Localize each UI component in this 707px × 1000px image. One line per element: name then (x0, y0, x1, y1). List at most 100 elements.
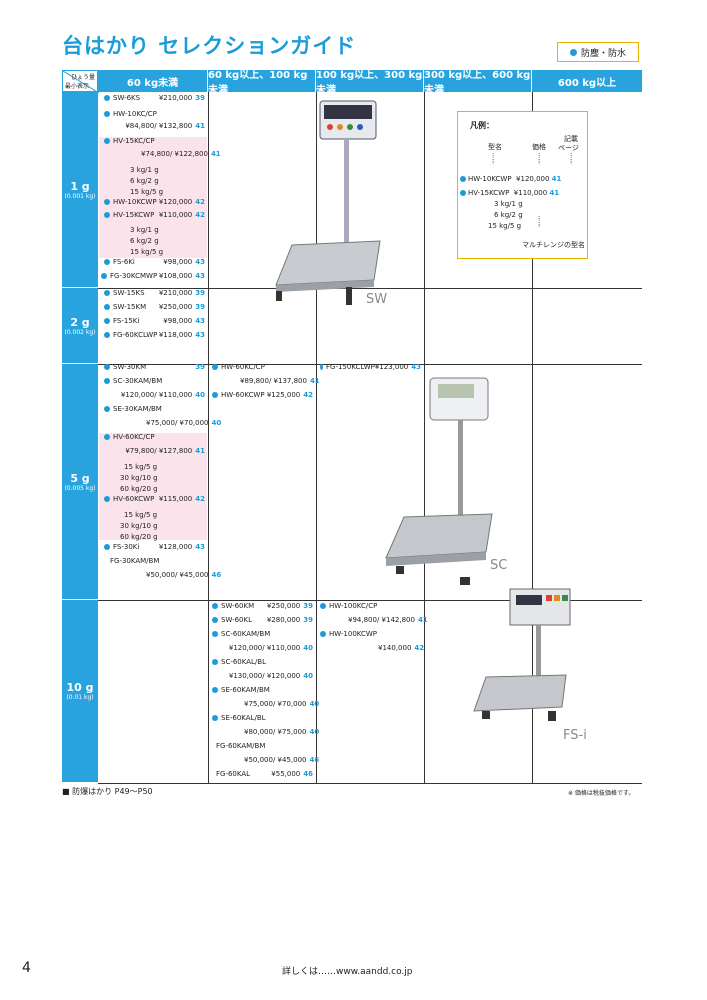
legend-range: 3 kg/1 g (494, 200, 523, 208)
dot-icon (104, 318, 110, 324)
grid-vline (208, 92, 209, 783)
row-label-5g: 5 g(0.005 kg) (62, 364, 98, 600)
legend-dots: ⁝⁝ (570, 152, 573, 166)
grid-hline (98, 783, 642, 784)
legend-box: 凡例： 型名 価格 記載 ページ ⁝⁝ ⁝⁝ ⁝⁝ HW-10KCWP ¥120… (457, 111, 588, 259)
range-line: 60 kg/20 g (120, 533, 158, 541)
dot-icon (212, 687, 218, 693)
dot-icon (104, 434, 110, 440)
dot-icon (212, 631, 218, 637)
item-r3d: SE-30KAM/BM (104, 405, 205, 413)
dot-icon (104, 406, 110, 412)
dot-icon (212, 603, 218, 609)
diagonal-line (63, 71, 99, 93)
dot-icon (104, 544, 110, 550)
legend-example-2: HV-15KCWP ¥110,000 41 (460, 189, 559, 197)
item-r3b: SC-30KAM/BM (104, 377, 205, 385)
item-r1b: HW-10KC/CP (104, 110, 205, 118)
range-line: 6 kg/2 g (130, 237, 159, 245)
legend-range: 6 kg/2 g (494, 211, 523, 219)
grid-vline (316, 92, 317, 783)
item-r4e: SC-60KAL/BL (212, 658, 313, 666)
dot-icon (104, 212, 110, 218)
range-line: 15 kg/5 g (130, 248, 164, 256)
dot-icon (104, 259, 110, 265)
sw-label: SW (366, 292, 388, 307)
dot-icon (212, 715, 218, 721)
corner-top-label: ひょう量 (70, 74, 95, 81)
grid-hline (98, 600, 642, 601)
fsi-scale-image (473, 588, 571, 721)
legend-range: 15 kg/5 g (488, 222, 522, 230)
grid-vline (532, 92, 533, 783)
dot-icon (320, 603, 326, 609)
dot-icon (212, 392, 218, 398)
dot-icon (569, 48, 577, 56)
legend-price-col: 価格 (532, 143, 546, 151)
grid-hline (98, 288, 642, 289)
legend-caption: マルチレンジの型名 (522, 241, 585, 249)
column-header-5: 600 kg以上 (532, 70, 642, 92)
dot-icon (320, 631, 326, 637)
row-label-2g: 2 g(0.002 kg) (62, 288, 98, 364)
grid-hline (98, 364, 642, 365)
item-r4c: SC-60KAM/BM (212, 630, 313, 638)
row-label-10g: 10 g(0.01 kg) (62, 600, 98, 783)
waterproof-shade (99, 137, 207, 258)
legend-dustproof: 防塵・防水 (557, 42, 639, 62)
dot-icon (212, 364, 218, 370)
dot-icon (104, 332, 110, 338)
dot-icon (104, 364, 110, 370)
dot-icon (104, 496, 110, 502)
sc-label: SC (490, 558, 508, 573)
row-label-1g: 1 g(0.001 kg) (62, 92, 98, 288)
dot-icon (104, 378, 110, 384)
sc-scale-image (385, 377, 493, 585)
legend-dots: ⁝⁝ (492, 152, 495, 166)
dot-icon (104, 138, 110, 144)
range-line: 60 kg/20 g (120, 485, 158, 493)
sw-scale-image (275, 100, 381, 305)
page-number: 4 (22, 960, 31, 976)
table-corner: ひょう量 最小表示 (62, 70, 99, 93)
range-line: 30 kg/10 g (120, 522, 158, 530)
item-r1d: HV-15KC/CP (104, 137, 205, 145)
item-c2a: HW-60KC/CP (212, 363, 313, 371)
legend-page-col1: 記載 (564, 135, 578, 143)
footer-tax-note: ※ 価格は税抜価格です。 (568, 790, 635, 797)
dot-icon (104, 111, 110, 117)
grid-vline (424, 92, 425, 783)
legend-dots: ⁝⁝ (538, 152, 541, 166)
item-r3f: HV-60KC/CP (104, 433, 205, 441)
dot-icon (320, 364, 323, 370)
range-line: 3 kg/1 g (130, 166, 159, 174)
item-r4g: SE-60KAM/BM (212, 686, 313, 694)
dot-icon (101, 273, 107, 279)
fsi-label: FS-i (563, 728, 587, 743)
footer-explosion-note: ■ 防爆はかり P49～P50 (62, 787, 153, 796)
item-r3j: FG-30KAM/BM (110, 557, 160, 565)
